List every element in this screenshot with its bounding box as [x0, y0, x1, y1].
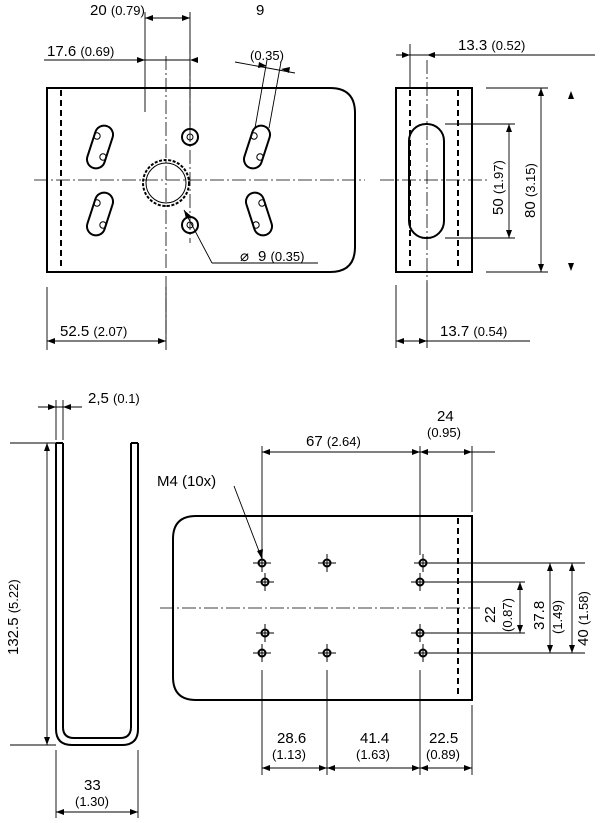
svg-text:50 (1.97): 50 (1.97) [490, 160, 507, 215]
top-right-view: 13.3 (0.52) 50 (1.97) 80 (3.15) 13.7 (0.… [380, 37, 595, 348]
central-boss [142, 159, 190, 207]
m4-label: M4 (10x) [157, 473, 216, 490]
hole-lower [181, 216, 199, 234]
dim-24-value: 24 [437, 408, 454, 425]
dim-28-6-value: 28.6 [277, 730, 306, 747]
slot-lower-right [244, 191, 274, 237]
dim-52-5-inch: (2.07) [93, 324, 127, 339]
dim-9-value: 9 [256, 2, 264, 19]
svg-text:80 (3.15): 80 (3.15) [522, 163, 539, 218]
svg-text:20 (0.79): 20 (0.79) [90, 2, 145, 19]
svg-text:17.6 (0.69): 17.6 (0.69) [47, 43, 114, 60]
svg-text:40 (1.58): 40 (1.58) [575, 591, 592, 646]
dim-13-7-value: 13.7 [440, 323, 469, 340]
dim-41-4-inch: (1.63) [356, 747, 390, 762]
dim-132-5-inch: (5.22) [6, 579, 21, 613]
dim-13-7-inch: (0.54) [473, 324, 507, 339]
hole-dia-inch: (0.35) [271, 249, 305, 264]
dim-80-inch: (3.15) [523, 163, 538, 197]
bottom-left-view: 2,5 (0.1) 132.5 (5.22) 33 (1.30) [5, 390, 140, 818]
dim-20-inch: (0.79) [111, 3, 145, 18]
hole-upper [181, 128, 199, 146]
dim-67-value: 67 [306, 433, 323, 450]
dim-67-inch: (2.64) [327, 434, 361, 449]
svg-text:52.5 (2.07): 52.5 (2.07) [60, 323, 127, 340]
dim-24-inch: (0.95) [427, 425, 461, 440]
dim-20-value: 20 [90, 2, 107, 19]
dim-37-8-value: 37.8 [531, 601, 548, 630]
svg-text:9 (0.35): 9 (0.35) [258, 248, 304, 265]
svg-text:2,5 (0.1): 2,5 (0.1) [88, 390, 140, 407]
long-slot [408, 123, 445, 239]
hole-dia-value: 9 [258, 248, 266, 265]
bottom-right-view: 67 (2.64) 24 (0.95) M4 (10x) 22 (0.87) 3… [157, 408, 592, 775]
u-bracket-outer [55, 443, 139, 746]
dim-22-value: 22 [482, 606, 499, 623]
view-arrow-down [568, 263, 574, 271]
dim-132-5-value: 132.5 [5, 617, 22, 655]
top-left-view: 20 (0.79) 17.6 (0.69) 9 (0.35) ⌀ 9 (0.35… [34, 2, 365, 350]
dim-9-inch: (0.35) [250, 48, 284, 63]
svg-text:13.3 (0.52): 13.3 (0.52) [458, 37, 525, 54]
dim-17-6-inch: (0.69) [80, 44, 114, 59]
dim-28-6-inch: (1.13) [272, 747, 306, 762]
dim-22-inch: (0.87) [500, 598, 515, 632]
dim-50-value: 50 [490, 198, 507, 215]
dim-2-5-inch: (0.1) [113, 391, 140, 406]
mount-plate-outline [172, 515, 473, 701]
view-arrow-up [568, 91, 574, 99]
dim-22-5-value: 22.5 [429, 730, 458, 747]
dim-50-inch: (1.97) [491, 160, 506, 194]
plate-outline [46, 87, 356, 273]
svg-text:132.5 (5.22): 132.5 (5.22) [5, 579, 22, 655]
slot-upper-left [85, 124, 115, 170]
dim-40-inch: (1.58) [576, 591, 591, 625]
slot-lower-left [85, 191, 115, 237]
dim-22-5-inch: (0.89) [426, 747, 460, 762]
dim-13-3-value: 13.3 [458, 37, 487, 54]
u-bracket-inner [62, 443, 132, 739]
dim-13-3-inch: (0.52) [491, 38, 525, 53]
svg-text:13.7 (0.54): 13.7 (0.54) [440, 323, 507, 340]
dim-33-value: 33 [84, 777, 101, 794]
dim-41-4-value: 41.4 [360, 730, 389, 747]
dim-33-inch: (1.30) [75, 794, 109, 809]
dim-80-value: 80 [522, 201, 539, 218]
dim-37-8-inch: (1.49) [550, 600, 565, 634]
dim-40-value: 40 [575, 629, 592, 646]
svg-text:67 (2.64): 67 (2.64) [306, 433, 361, 450]
slot-upper-right [242, 124, 272, 170]
dim-17-6-value: 17.6 [47, 43, 76, 60]
dim-2-5-value: 2,5 [88, 390, 109, 407]
dim-52-5-value: 52.5 [60, 323, 89, 340]
diameter-symbol: ⌀ [240, 248, 249, 265]
